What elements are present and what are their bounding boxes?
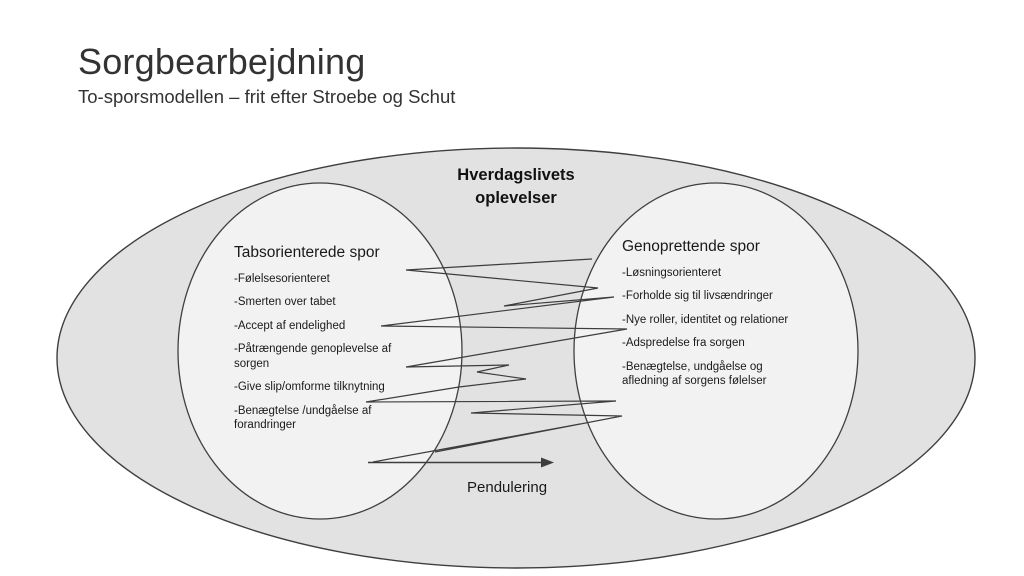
slide-subtitle: To-sporsmodellen – frit efter Stroebe og…	[78, 85, 456, 107]
loss-track-item: -Følelsesorienteret	[234, 273, 330, 285]
restoration-track-heading: Genoprettende spor	[622, 238, 760, 255]
title-block: Sorgbearbejdning To-sporsmodellen – frit…	[78, 42, 455, 108]
restoration-track-item: -Benægtelse, undgåelse og afledning af s…	[622, 360, 767, 388]
restoration-track-column: Genoprettende spor -Løsningsorienteret -…	[622, 238, 804, 398]
loss-track-heading: Tabsorienterede spor	[234, 244, 380, 261]
loss-track-item: -Benægtelse /undgåelse af forandringer	[234, 404, 372, 432]
everyday-life-label: Hverdagslivets oplevelser	[457, 166, 575, 208]
loss-track-ellipse	[177, 182, 463, 520]
restoration-track-item: -Adspredelse fra sorgen	[622, 337, 745, 350]
loss-track-item: -Accept af endelighed	[234, 319, 346, 332]
loss-track-item: -Smerten over tabet	[234, 296, 336, 309]
restoration-track-ellipse	[573, 182, 859, 520]
loss-track-item: -Påtrængende genoplevelse af sorgen	[234, 343, 392, 370]
oscillation-zigzag-line	[365, 258, 628, 463]
restoration-track-item: -Forholde sig til livsændringer	[622, 290, 773, 303]
pendulation-label: Pendulering	[467, 479, 548, 496]
restoration-track-item: -Nye roller, identitet og relationer	[622, 313, 789, 326]
slide-title: Sorgbearbejdning	[78, 41, 366, 82]
restoration-track-item: -Løsningsorienteret	[622, 267, 722, 279]
loss-track-column: Tabsorienterede spor -Følelsesorienteret…	[234, 244, 409, 442]
pendulation-arrowhead-icon	[541, 457, 554, 468]
loss-track-item: -Give slip/omforme tilknytning	[234, 381, 385, 394]
